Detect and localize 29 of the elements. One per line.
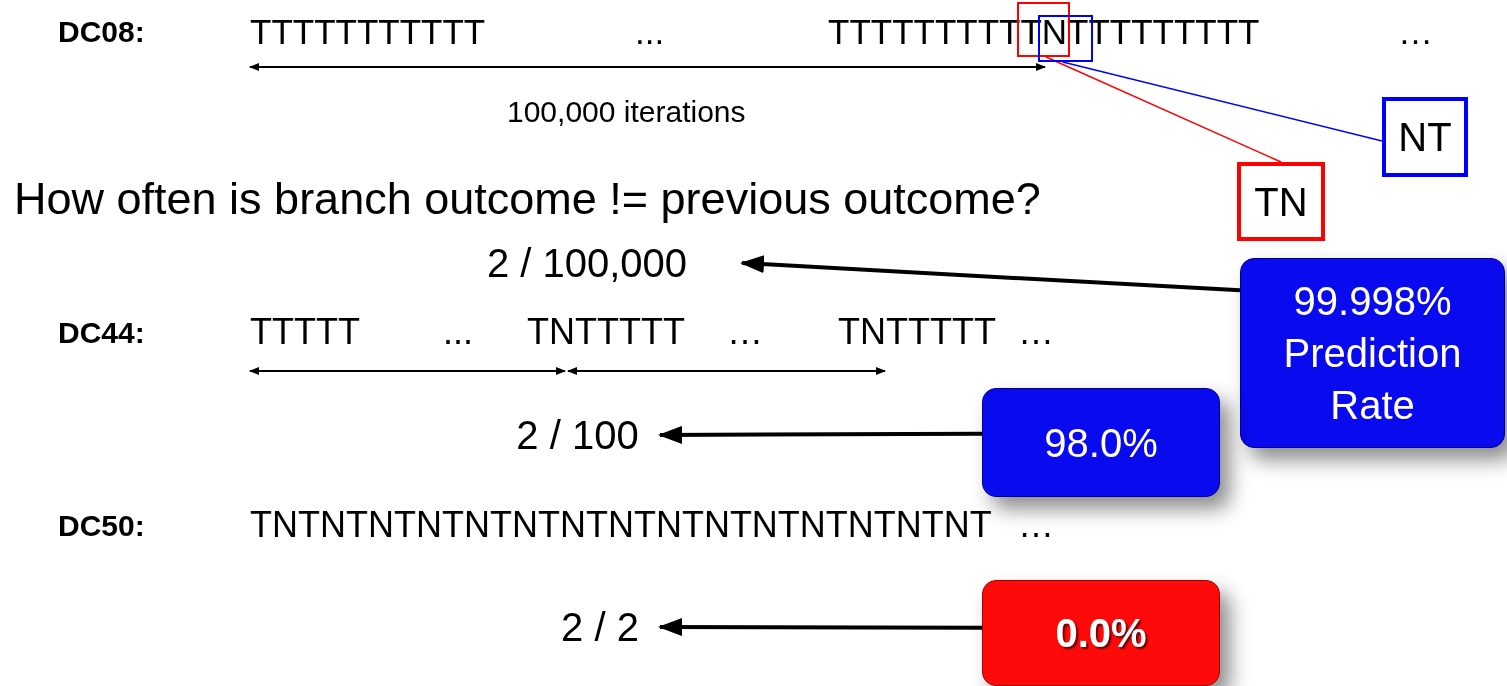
row-label: DC50: bbox=[58, 511, 145, 541]
connector-line bbox=[1062, 61, 1383, 142]
outlined-box: TN bbox=[1237, 162, 1325, 241]
rate-box: 98.0% bbox=[982, 388, 1220, 497]
rate-box: 0.0% bbox=[982, 580, 1220, 686]
ellipsis: … bbox=[1018, 507, 1054, 543]
ellipsis: ... bbox=[443, 314, 473, 350]
arrow bbox=[658, 618, 982, 637]
connector-line bbox=[1045, 56, 1282, 163]
arrow bbox=[740, 255, 1241, 293]
sequence-text: TTTTTTTTTTT bbox=[250, 14, 486, 49]
ellipsis: … bbox=[1398, 14, 1433, 49]
dimension-label: 100,000 iterations bbox=[507, 97, 746, 127]
ratio-text: 2 / 2 bbox=[540, 602, 660, 652]
rate-box: 99.998% Prediction Rate bbox=[1240, 258, 1505, 448]
ellipsis: … bbox=[1018, 314, 1054, 350]
sequence-text: TNTTTTT bbox=[838, 314, 996, 350]
question-text: How often is branch outcome != previous outcome? bbox=[14, 176, 1041, 221]
ratio-text: 2 / 100,000 bbox=[432, 238, 742, 288]
arrow bbox=[658, 425, 982, 444]
sequence-text: TNTTTTT bbox=[527, 314, 685, 350]
outlined-box: NT bbox=[1382, 97, 1468, 177]
ellipsis: … bbox=[727, 314, 763, 350]
row-label: DC44: bbox=[58, 318, 145, 348]
ratio-text: 2 / 100 bbox=[495, 410, 660, 460]
ellipsis: ... bbox=[635, 14, 665, 49]
sequence-text: TNTNTNTNTNTNTNTNTNTNTNTNTNTNTNT bbox=[250, 507, 992, 543]
sequence-text: TTTTT bbox=[250, 314, 360, 350]
row-label: DC08: bbox=[58, 17, 145, 47]
